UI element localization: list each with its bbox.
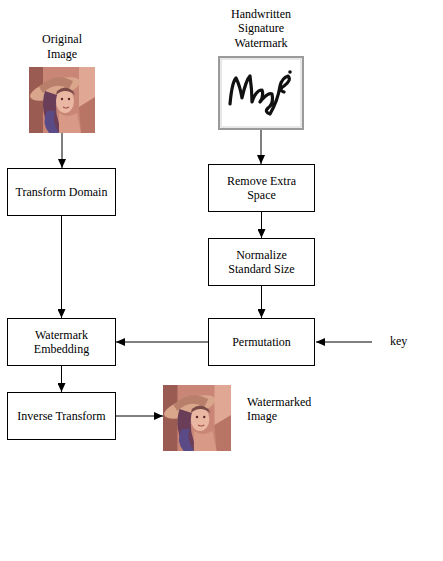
process-box: Permutation <box>208 318 315 366</box>
original-photo <box>29 67 95 133</box>
process-box: Inverse Transform <box>7 392 116 440</box>
box-label: Transform Domain <box>16 185 108 199</box>
image-frame: Watermarked Image <box>163 385 231 451</box>
process-box: Remove Extra Space <box>208 164 315 212</box>
box-label: Remove Extra Space <box>215 174 308 203</box>
watermarked-photo <box>163 385 231 451</box>
image-frame: Handwritten Signature Watermark <box>218 56 304 130</box>
box-label: Normalize Standard Size <box>215 248 308 277</box>
image-heading: Original Image <box>27 32 97 61</box>
flow-arrow <box>116 416 163 417</box>
flow-arrow <box>261 212 262 238</box>
box-label: Inverse Transform <box>17 409 105 423</box>
process-box: Watermark Embedding <box>7 318 116 366</box>
flow-arrow <box>62 133 63 168</box>
flow-arrow <box>261 286 262 318</box>
flow-arrow <box>261 130 262 164</box>
image-frame: Original Image <box>29 67 95 133</box>
key-arrow <box>316 342 372 343</box>
box-label: Watermark Embedding <box>14 328 109 357</box>
signature-image <box>218 56 304 130</box>
image-heading: Watermarked Image <box>247 395 331 424</box>
flow-arrow <box>61 216 62 318</box>
input-label: key <box>390 334 407 348</box>
image-heading: Handwritten Signature Watermark <box>216 7 306 50</box>
process-box: Normalize Standard Size <box>208 238 315 286</box>
box-label: Permutation <box>232 335 291 349</box>
flow-arrow <box>116 342 208 343</box>
process-box: Transform Domain <box>7 168 116 216</box>
flow-arrow <box>61 366 62 392</box>
